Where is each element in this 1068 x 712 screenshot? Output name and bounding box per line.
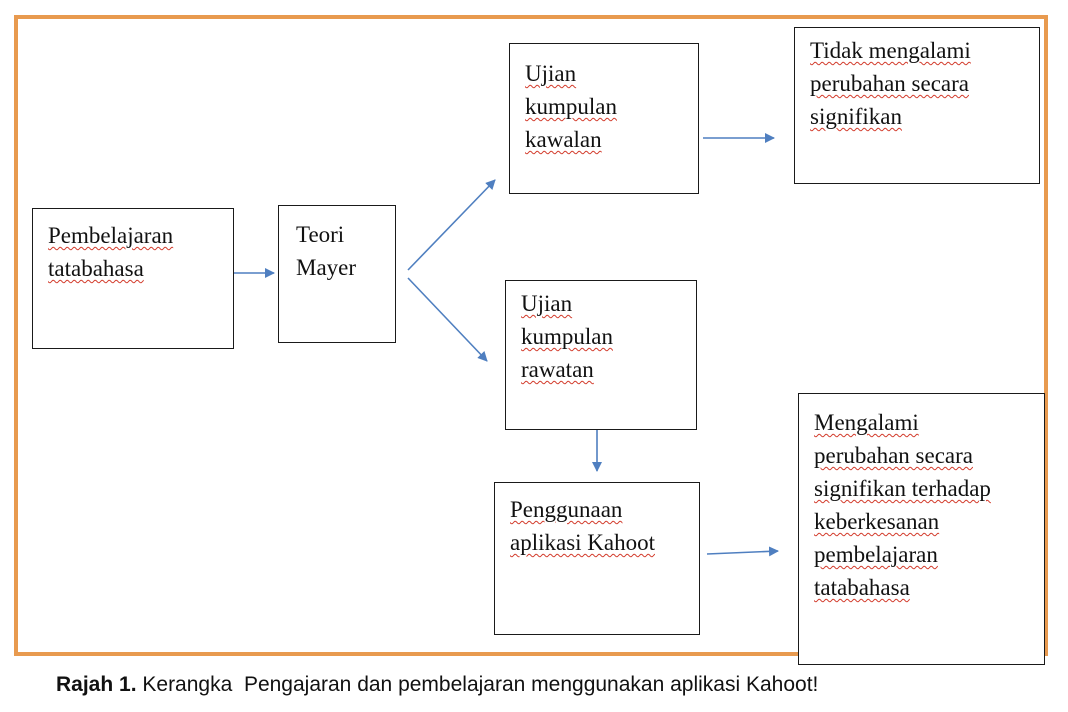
figure-caption: Rajah 1. Kerangka Pengajaran dan pembela…: [56, 673, 818, 697]
box-teori-text: Teori Mayer: [296, 222, 357, 280]
box-penggunaan-text: Penggunaan aplikasi Kahoot: [510, 497, 655, 555]
box-pembelajaran-text: Pembelajaran tatabahasa: [48, 223, 174, 281]
box-mengalami-perubahan: Mengalami perubahan secara signifikan te…: [798, 393, 1045, 665]
box-ujian-kawalan-text: Ujian kumpulan kawalan: [525, 61, 617, 152]
box-ujian-kumpulan-kawalan: Ujian kumpulan kawalan: [509, 43, 699, 194]
arrow-teori-to-kawalan: [407, 179, 496, 271]
caption-text: Kerangka Pengajaran dan pembelajaran men…: [136, 673, 819, 696]
box-penggunaan-kahoot: Penggunaan aplikasi Kahoot: [494, 482, 700, 635]
arrow-teori-to-rawatan: [407, 277, 488, 362]
arrow-penggunaan-to-mengalami: [706, 546, 779, 557]
box-ujian-kumpulan-rawatan: Ujian kumpulan rawatan: [505, 280, 697, 430]
box-mengalami-text: Mengalami perubahan secara signifikan te…: [814, 410, 991, 600]
diagram-frame: [14, 15, 1048, 656]
box-pembelajaran-tatabahasa: Pembelajaran tatabahasa: [32, 208, 234, 349]
box-tidak-mengalami-text: Tidak mengalami perubahan secara signifi…: [810, 38, 971, 129]
caption-label: Rajah 1.: [56, 673, 137, 696]
box-tidak-mengalami: Tidak mengalami perubahan secara signifi…: [794, 27, 1040, 184]
box-ujian-rawatan-text: Ujian kumpulan rawatan: [521, 291, 613, 382]
box-teori-mayer: Teori Mayer: [278, 205, 396, 343]
